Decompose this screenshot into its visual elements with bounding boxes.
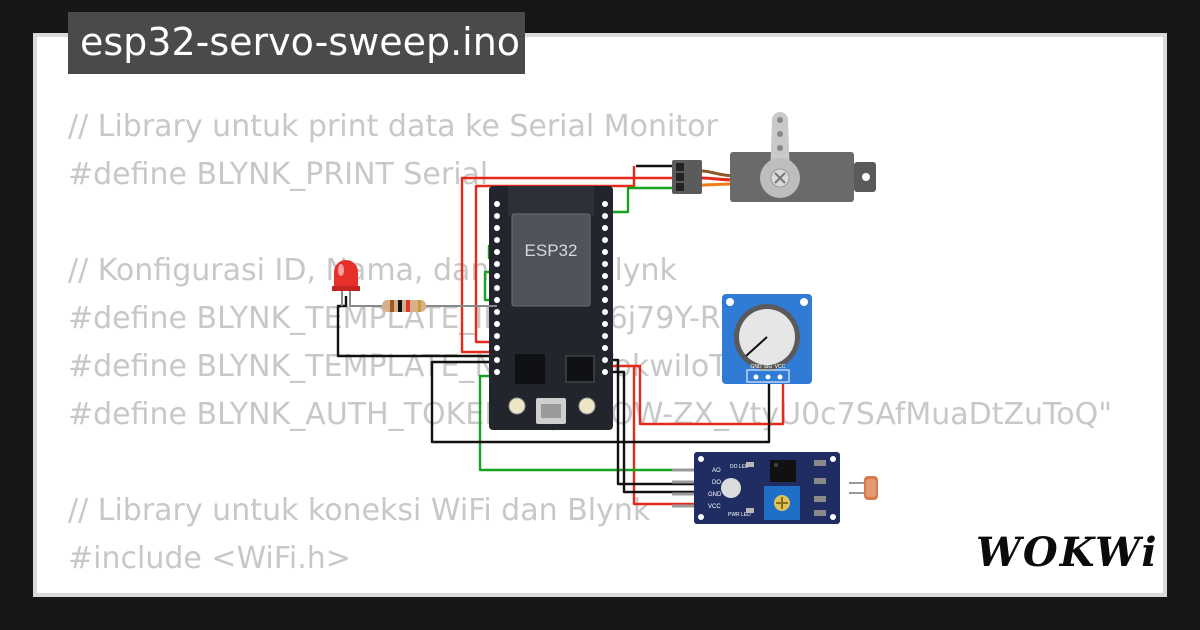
pot-pin-gnd: GND <box>750 364 762 370</box>
sensor-minus-label: - <box>846 458 849 468</box>
code-line: #include <WiFi.h> <box>68 541 351 576</box>
pot-pin-sig: SIG <box>764 364 773 370</box>
esp32-board: ESP32 <box>489 186 613 430</box>
wire-green <box>611 186 672 214</box>
wire-red <box>460 176 672 354</box>
wire-black <box>611 370 694 494</box>
resistor <box>350 300 497 312</box>
code-line: #include <WiFiClient.h> <box>68 583 1133 593</box>
potentiometer: GND SIG VCC <box>722 294 812 384</box>
code-preview: // Library untuk print data ke Serial Mo… <box>68 103 1133 593</box>
sensor-pin-gnd: GND <box>708 492 722 498</box>
mcu-label: ESP32 <box>525 241 578 260</box>
wire-red <box>611 364 785 426</box>
code-line: #define BLYNK_AUTH_TOKEN "8pUVOW-ZX_VtyU… <box>68 397 1113 432</box>
servo-motor <box>672 112 876 202</box>
sensor-plus-label: + <box>846 502 851 512</box>
code-line: // Library untuk print data ke Serial Mo… <box>68 109 718 144</box>
wire-red <box>474 166 636 344</box>
code-line: #define BLYNK_PRINT Serial <box>68 157 489 192</box>
file-title-tab: esp32-servo-sweep.ino <box>68 12 525 74</box>
sensor-pin-ao: AO <box>712 468 721 474</box>
wokwi-logo[interactable]: WOKWi <box>976 529 1159 576</box>
sensor-pin-vcc: VCC <box>708 504 721 510</box>
wire-green <box>478 374 694 472</box>
pot-pin-vcc: VCC <box>775 364 786 370</box>
wire-black <box>430 360 771 444</box>
ldr-sensor-module: AO DO GND VCC DO LED PWR LED - + <box>672 452 878 524</box>
wire-red <box>632 366 694 506</box>
sensor-led-do-label: DO LED <box>730 464 749 470</box>
sensor-pin-do: DO <box>712 480 721 486</box>
wire-black <box>611 358 694 486</box>
file-title: esp32-servo-sweep.ino <box>80 20 521 64</box>
code-line: // Library untuk koneksi WiFi dan Blynk <box>68 493 651 528</box>
sensor-led-pwr-label: PWR LED <box>728 512 751 518</box>
led <box>332 260 360 306</box>
